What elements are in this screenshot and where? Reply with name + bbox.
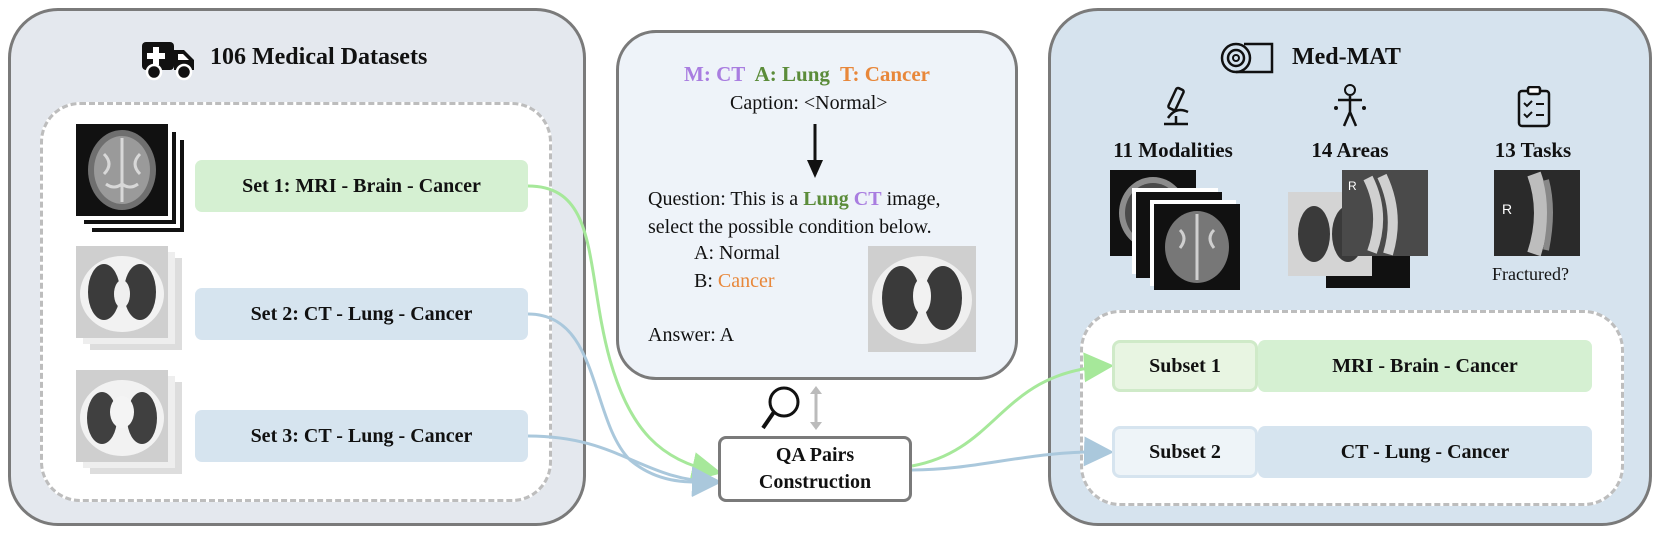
- option-b: B: Cancer: [694, 270, 775, 292]
- ambulance-icon: [142, 42, 194, 81]
- answer-text: Answer: A: [648, 324, 735, 346]
- subset-1-label: Subset 1: [1112, 340, 1258, 392]
- tag-task: T: Cancer: [840, 62, 930, 86]
- question-area: Lung: [803, 188, 849, 210]
- area-image-stack: R: [1288, 170, 1428, 288]
- magnifier-icon: [761, 386, 822, 430]
- fracture-xray: R: [1494, 170, 1580, 256]
- ct-lung-stack-1: [76, 246, 182, 350]
- set-1-label: Set 1: MRI - Brain - Cancer: [195, 160, 528, 212]
- caption-text: Caption: <Normal>: [730, 92, 888, 114]
- svg-text:R: R: [1502, 201, 1512, 217]
- qa-pairs-construction-box: QA Pairs Construction: [718, 436, 912, 502]
- down-arrow-icon: [807, 124, 823, 178]
- subset-1-value: MRI - Brain - Cancer: [1258, 340, 1592, 392]
- set1-to-qa-line: [527, 184, 722, 482]
- stat-areas: 14 Areas: [1311, 138, 1389, 162]
- question-modality: CT: [853, 188, 882, 210]
- fabric-roll-icon: [1220, 42, 1274, 74]
- set3-to-qa-line: [527, 434, 722, 497]
- mri-brain-stack: [76, 124, 184, 232]
- stat-modalities: 11 Modalities: [1113, 138, 1233, 162]
- tag-area: A: Lung: [754, 62, 830, 86]
- fracture-caption: Fractured?: [1492, 264, 1569, 284]
- question-line-2: select the possible condition below.: [648, 216, 932, 238]
- modality-image-stack: [1110, 170, 1240, 290]
- set-2-label: Set 2: CT - Lung - Cancer: [195, 288, 528, 340]
- ct-lung-stack-2: [76, 370, 182, 474]
- subset-2-value: CT - Lung - Cancer: [1258, 426, 1592, 478]
- body-icon: [1334, 84, 1366, 127]
- set2-to-qa-line: [527, 312, 722, 498]
- tag-modality: M: CT: [684, 62, 746, 86]
- qa-to-subset2-line: [911, 436, 1114, 472]
- option-a: A: Normal: [694, 242, 781, 264]
- qa-to-subset1-line: [911, 352, 1114, 468]
- datasets-title: 106 Medical Datasets: [210, 44, 428, 70]
- ct-lung-example: [868, 246, 976, 352]
- clipboard-icon: [1517, 86, 1551, 128]
- question-line-1: Question: This is a Lung CT image,: [648, 188, 941, 210]
- stat-tasks: 13 Tasks: [1494, 138, 1572, 162]
- subset-2-label: Subset 2: [1112, 426, 1258, 478]
- set-3-label: Set 3: CT - Lung - Cancer: [195, 410, 528, 462]
- med-mat-title: Med-MAT: [1292, 44, 1401, 70]
- svg-text:R: R: [1348, 179, 1357, 193]
- microscope-icon: [1164, 86, 1189, 126]
